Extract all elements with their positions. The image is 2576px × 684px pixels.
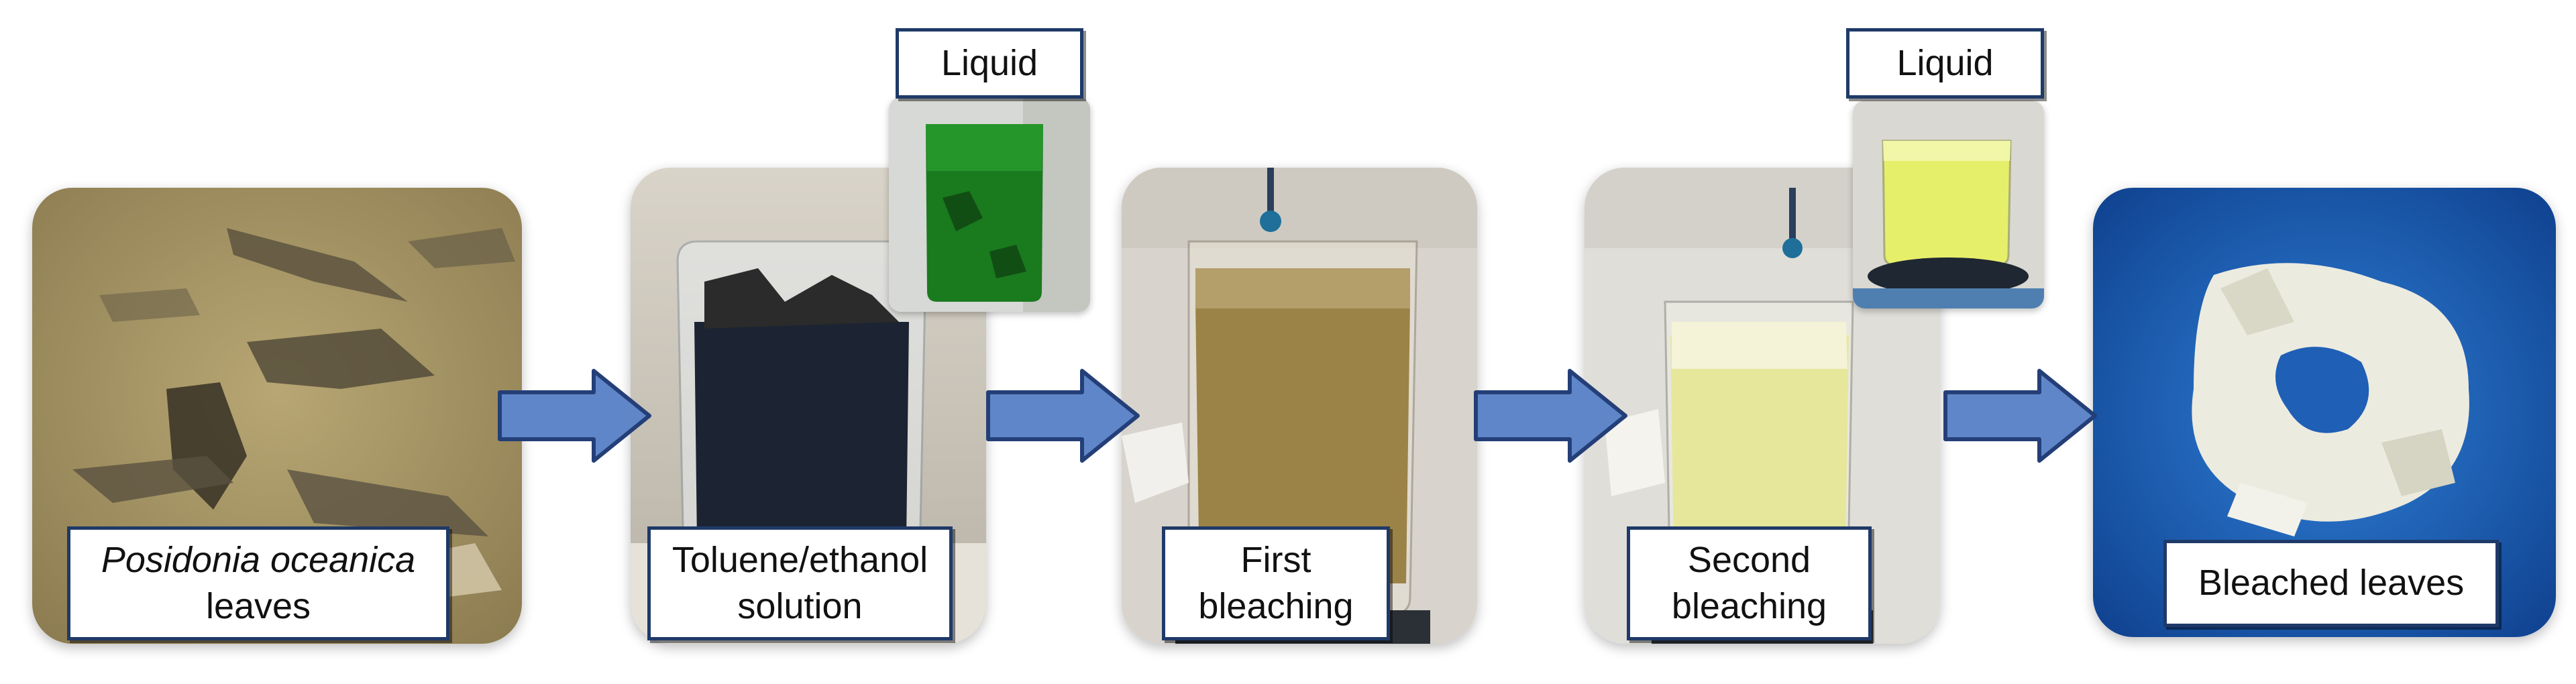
label-bleached-text: Bleached leaves: [2198, 563, 2465, 604]
label-liquid-1: Liquid: [896, 28, 1083, 99]
arrow-step-3: [1474, 369, 1627, 463]
inset-yellow-liquid: [1853, 101, 2044, 308]
label-toluene-ethanol: Toluene/ethanol solution: [647, 526, 953, 640]
label-liquid-1-text: Liquid: [941, 42, 1038, 83]
inset-green-liquid: [889, 97, 1090, 312]
label-first-line2: bleaching: [1198, 586, 1354, 626]
arrow-step-2: [986, 369, 1140, 463]
label-posidonia-leaves: Posidonia oceanica leaves: [67, 526, 449, 640]
label-second-line1: Second: [1687, 539, 1811, 580]
label-liquid-2: Liquid: [1846, 28, 2044, 99]
label-first-line1: First: [1240, 539, 1311, 580]
arrow-step-1: [498, 369, 651, 463]
label-bleached-leaves: Bleached leaves: [2163, 540, 2499, 627]
label-second-bleaching: Second bleaching: [1627, 526, 1872, 640]
label-posidonia-line2: leaves: [205, 586, 311, 626]
label-liquid-2-text: Liquid: [1896, 42, 1994, 83]
label-toluene-line2: solution: [737, 586, 863, 626]
label-posidonia-line1: Posidonia oceanica: [101, 539, 416, 580]
arrow-step-4: [1943, 369, 2097, 463]
label-second-line2: bleaching: [1671, 586, 1827, 626]
label-toluene-line1: Toluene/ethanol: [672, 539, 928, 580]
label-first-bleaching: First bleaching: [1162, 526, 1390, 640]
